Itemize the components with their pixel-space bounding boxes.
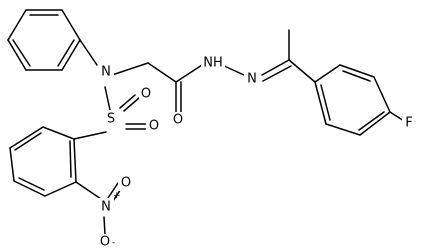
sulfonyl-oxygen-right-label: O [149,119,159,134]
nitro-negative-charge: - [112,238,115,248]
nitro-nitrogen-label: N [101,200,111,215]
nitro-oxygen-lower-label: O [100,235,110,250]
fluorophenyl-ring [314,64,391,136]
nitro-oxygen-upper-label: O [121,176,131,191]
fluorine-label: F [405,116,412,131]
nitrophenyl-ring [9,126,77,197]
sulfur-label: S [107,112,115,127]
hydrazone-nitrogen-label: N [247,72,257,87]
hydrazide-nh-label: NH [203,56,223,71]
amide-nitrogen-label: N [101,65,111,80]
carbonyl-oxygen-label: O [173,113,183,128]
sulfonyl-oxygen-top-label: O [141,87,151,102]
phenyl-ring-n [7,9,81,71]
nitro-positive-charge: + [113,191,121,201]
